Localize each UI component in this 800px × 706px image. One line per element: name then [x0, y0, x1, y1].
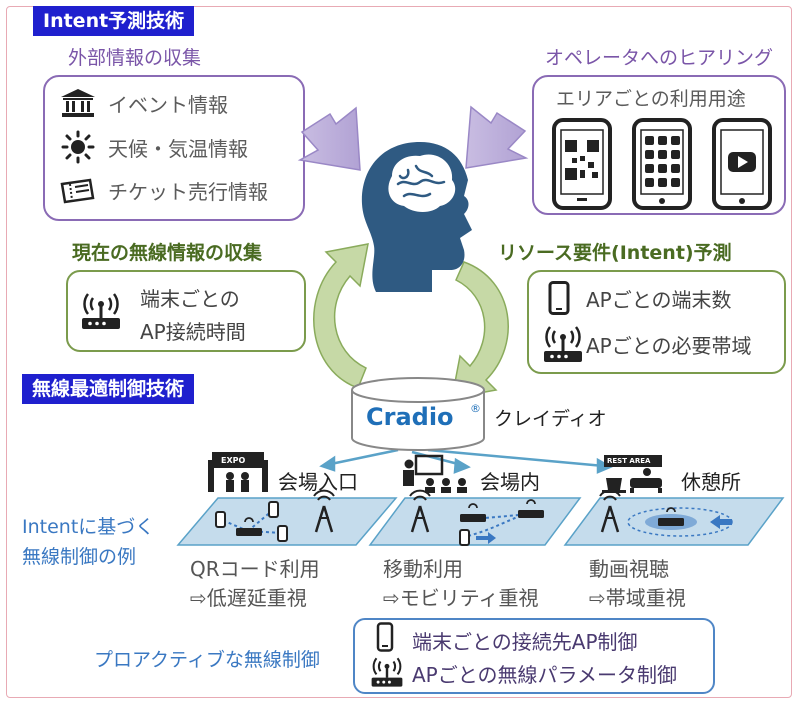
current-radio-title: 現在の無線情報の収集 — [72, 242, 263, 264]
current-radio-box — [66, 270, 306, 352]
example-line2: 無線制御の例 — [22, 546, 137, 568]
external-item-weather: 天候・気温情報 — [60, 130, 248, 164]
resource-item-devices: APごとの端末数 — [586, 288, 732, 312]
scene-label-venue: 会場内 — [480, 470, 540, 494]
brain-head-icon — [361, 142, 472, 292]
operator-subtitle: エリアごとの利用用途 — [556, 88, 746, 110]
expo-gate-icon — [208, 452, 268, 492]
scene-effect-venue: ⇨モビリティ重視 — [383, 586, 539, 610]
registered-mark: ® — [470, 402, 481, 415]
proactive-box — [353, 618, 715, 694]
access-point-icon — [371, 657, 403, 687]
external-info-title: 外部情報の収集 — [68, 47, 202, 69]
scene-use-entrance: QRコード利用 — [190, 557, 320, 581]
feedback-arrow-left — [313, 243, 369, 389]
scene-label-entrance: 会場入口 — [278, 470, 358, 494]
cradio-logo: Cradio — [366, 403, 454, 431]
access-point-icon — [82, 293, 120, 329]
radio-control-tag: 無線最適制御技術 — [22, 374, 195, 404]
current-radio-line2: AP接続時間 — [140, 320, 246, 344]
smartphone-video-icon — [712, 118, 772, 210]
scene-effect-rest: ⇨帯域重視 — [589, 586, 686, 610]
scene-use-venue: 移動利用 — [383, 557, 463, 581]
external-item-event: イベント情報 — [60, 88, 228, 118]
scene-use-rest: 動画視聴 — [589, 557, 669, 581]
proactive-title: プロアクティブな無線制御 — [94, 649, 320, 671]
presentation-audience-icon — [403, 454, 467, 493]
resource-item-bandwidth: APごとの必要帯域 — [586, 334, 752, 358]
proactive-item-radio-params: APごとの無線パラメータ制御 — [412, 663, 677, 687]
external-item-ticket: チケット売行情報 — [60, 176, 268, 205]
external-item-label: 天候・気温情報 — [108, 136, 248, 161]
scene-label-rest: 休憩所 — [681, 470, 741, 494]
smartphones-group — [552, 118, 772, 210]
scene-floor-entrance — [176, 497, 398, 546]
smartphone-icon — [376, 622, 394, 652]
smartphone-icon — [548, 281, 570, 315]
input-arrow-right — [465, 105, 529, 169]
building-icon — [61, 89, 95, 117]
outer-frame — [6, 6, 792, 698]
scene-rest-devices — [599, 489, 733, 537]
current-radio-line1: 端末ごとの — [140, 287, 240, 311]
access-point-icon — [544, 326, 582, 362]
external-item-label: イベント情報 — [108, 92, 228, 117]
cradio-reading: クレイディオ — [494, 408, 607, 430]
input-arrow-left — [297, 106, 361, 171]
scene-venue-devices — [409, 489, 544, 546]
resource-title: リソース要件(Intent)予測 — [498, 242, 732, 264]
scene-entrance-devices — [215, 489, 335, 542]
example-line1: Intentに基づく — [22, 516, 155, 538]
expo-sign: EXPO — [221, 456, 246, 465]
external-item-label: チケット売行情報 — [108, 180, 268, 204]
operator-title: オペレータへのヒアリング — [545, 47, 774, 69]
scene-effect-entrance: ⇨低遅延重視 — [190, 586, 307, 610]
smartphone-qr-icon — [552, 118, 612, 210]
ticket-icon — [60, 178, 95, 203]
proactive-item-ap-selection: 端末ごとの接続先AP制御 — [412, 630, 638, 654]
rest-area-sign: REST AREA — [607, 457, 651, 465]
cradio-database — [351, 377, 485, 451]
sun-icon — [61, 130, 95, 164]
intent-prediction-tag: Intent予測技術 — [33, 6, 195, 36]
smartphone-apps-icon — [632, 118, 692, 210]
